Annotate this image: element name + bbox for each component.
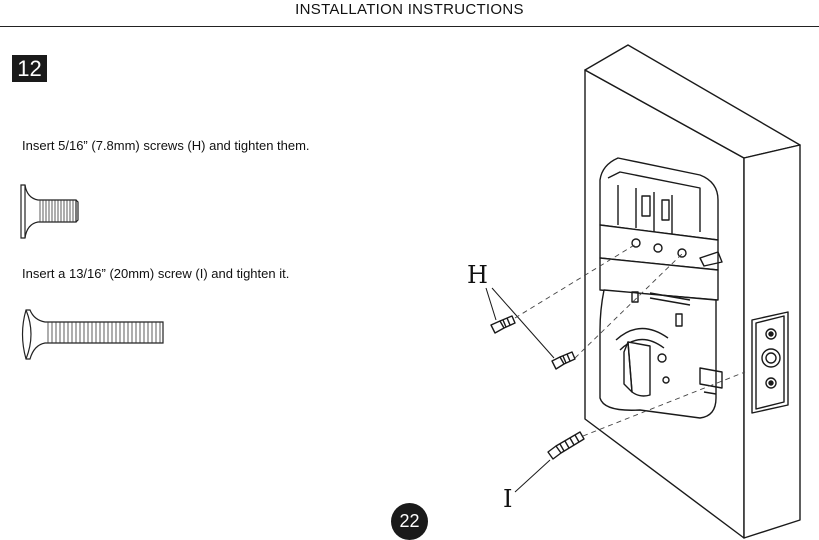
label-h: H bbox=[467, 261, 488, 289]
leader-h-upper bbox=[486, 288, 496, 320]
label-i: I bbox=[503, 485, 512, 513]
screw-h-lower bbox=[552, 352, 575, 369]
latch-faceplate bbox=[752, 312, 788, 413]
interior-lock-body bbox=[600, 158, 722, 418]
page-number-badge: 22 bbox=[391, 503, 428, 540]
screw-i bbox=[548, 432, 584, 459]
leader-i bbox=[515, 460, 550, 492]
screw-h-upper bbox=[491, 316, 515, 333]
